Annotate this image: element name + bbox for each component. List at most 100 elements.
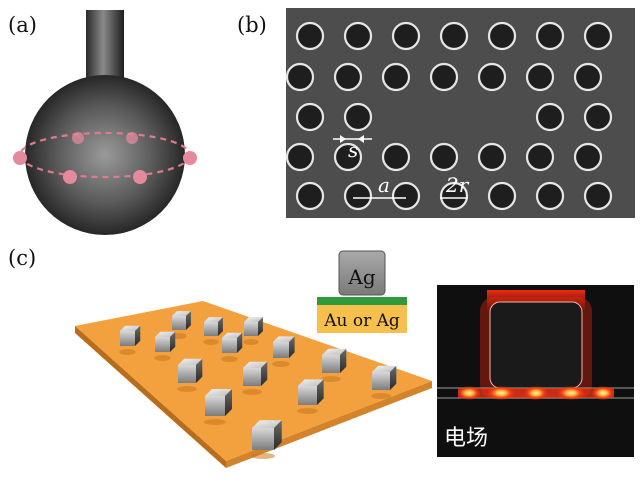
nanocube-shadow: [204, 419, 226, 425]
panel-a: (a): [8, 10, 197, 235]
air-hole: [583, 181, 613, 211]
air-hole: [295, 21, 325, 51]
annotation-s: s: [348, 138, 358, 162]
nanocube-front: [243, 368, 261, 386]
nanocube-side: [225, 389, 232, 416]
nanocube-shadow: [243, 339, 259, 345]
metal-film: [317, 305, 407, 333]
field-hotspot: [487, 386, 515, 400]
nanocube-shadow: [203, 339, 219, 345]
air-hole: [391, 181, 421, 211]
nanocube-top: [322, 348, 347, 355]
ring-node: [13, 151, 27, 165]
air-hole: [535, 21, 565, 51]
hole-array: [285, 21, 613, 211]
ring-node: [183, 151, 197, 165]
air-hole: [573, 142, 603, 172]
nanocube-top: [172, 311, 191, 316]
nanocube-side: [317, 379, 324, 405]
panel-c: (c) Ag Au or Ag 电场: [8, 246, 634, 468]
annotation-2r: 2r: [445, 173, 470, 197]
air-hole: [487, 181, 517, 211]
nanocube-front: [252, 428, 274, 450]
nanocube-array: [119, 311, 397, 459]
air-hole: [477, 142, 507, 172]
air-hole: [583, 102, 613, 132]
field-hotspot: [457, 386, 481, 400]
nanocube-side: [170, 331, 176, 352]
air-hole: [535, 181, 565, 211]
air-hole: [343, 21, 373, 51]
nanocube-top: [120, 325, 141, 331]
air-hole: [487, 21, 517, 51]
air-hole: [525, 142, 555, 172]
nanocube-top: [244, 317, 263, 322]
nanocube-top: [205, 389, 232, 396]
nanocube-top: [252, 420, 282, 428]
nanocube-side: [196, 358, 203, 383]
air-hole: [535, 102, 565, 132]
film-label: Au or Ag: [323, 311, 400, 331]
nanocube-shadow: [242, 389, 262, 395]
nanocube-top: [204, 317, 223, 322]
air-hole: [343, 102, 373, 132]
air-hole: [583, 21, 613, 51]
ring-node: [72, 132, 84, 144]
air-hole: [295, 102, 325, 132]
nanocube-shadow: [250, 453, 276, 459]
air-hole: [391, 21, 421, 51]
nanocube-shadow: [221, 356, 238, 362]
nanocube-side: [261, 361, 268, 386]
air-hole: [439, 181, 469, 211]
field-hotspot: [557, 386, 585, 400]
panel-c-label: (c): [8, 246, 36, 270]
nanocube-shadow: [119, 349, 136, 355]
nanocube-top: [155, 331, 176, 337]
nanocube-shadow: [371, 393, 391, 399]
nanocube-front: [222, 338, 237, 353]
nanocube-side: [289, 336, 295, 358]
air-hole: [573, 62, 603, 92]
ring-node: [63, 170, 77, 184]
ring-node: [126, 132, 138, 144]
air-hole: [295, 181, 325, 211]
spacer-layer: [317, 297, 407, 305]
air-hole: [285, 62, 315, 92]
nanocube-side: [390, 365, 397, 390]
nanocube-shadow: [297, 408, 318, 414]
panel-a-label: (a): [8, 13, 37, 37]
air-hole: [381, 62, 411, 92]
nanocube-side: [218, 317, 223, 336]
nanocube-front: [322, 355, 340, 373]
nanocube-front: [205, 396, 225, 416]
nanocube-top: [298, 379, 324, 386]
field-hotspot: [591, 386, 615, 400]
air-hole: [525, 62, 555, 92]
ring-node: [133, 170, 147, 184]
air-hole: [343, 181, 373, 211]
nanocube-side: [340, 348, 347, 373]
nanocube-shadow: [272, 361, 290, 367]
ag-label: Ag: [347, 265, 375, 289]
nanocube-top: [372, 365, 397, 372]
ag-cube: [338, 250, 386, 296]
nanocube-top: [273, 336, 295, 342]
nanocube-side: [274, 420, 282, 450]
field-cube-outline: [489, 301, 583, 389]
nanocube-front: [120, 331, 135, 346]
field-map: 电场: [437, 285, 634, 457]
air-hole: [439, 21, 469, 51]
nanocube-side: [135, 325, 141, 346]
panel-b-label: (b): [237, 13, 267, 37]
air-hole: [429, 62, 459, 92]
air-hole: [333, 142, 363, 172]
nanocube-top: [222, 332, 243, 338]
air-hole: [429, 142, 459, 172]
nanocube-side: [237, 332, 243, 353]
nanocube-side: [186, 311, 191, 330]
gap-arrow-left: [340, 135, 346, 143]
nanocube-top: [243, 361, 268, 368]
nanocube-front: [298, 386, 317, 405]
substrate-edge-left: [75, 326, 226, 468]
nanocube-shadow: [321, 376, 341, 382]
